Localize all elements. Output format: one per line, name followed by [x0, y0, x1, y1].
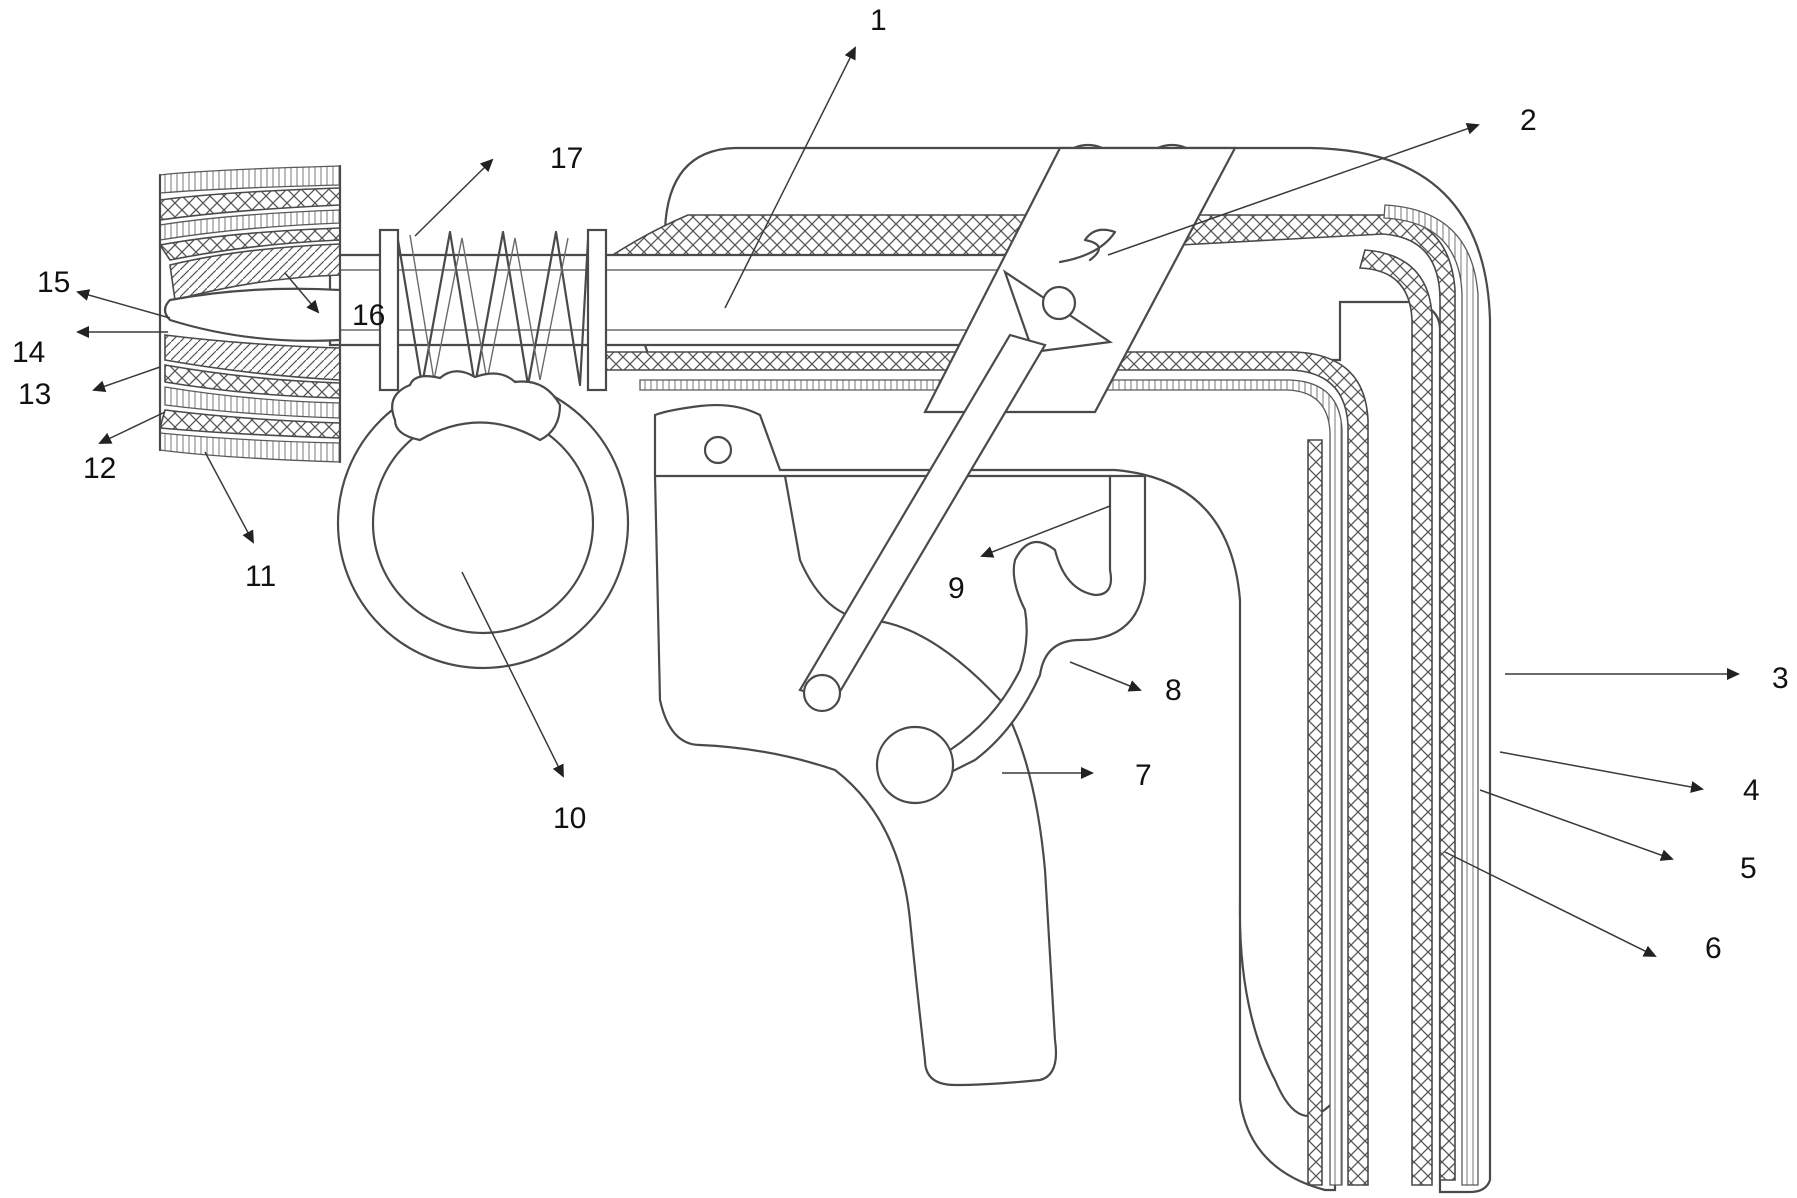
- leader-15: [76, 289, 171, 319]
- trigger-hook: [875, 474, 1147, 805]
- callout-8: 8: [1165, 674, 1182, 707]
- leader-12: [98, 411, 166, 444]
- wheel: [336, 370, 630, 670]
- callout-1: 1: [870, 4, 887, 37]
- leader-2: [1107, 122, 1480, 256]
- nozzle-assembly: [158, 164, 342, 464]
- callout-5: 5: [1740, 852, 1757, 885]
- callout-2: 2: [1520, 104, 1537, 137]
- callout-15: 15: [37, 266, 70, 299]
- callout-17: 17: [550, 142, 583, 175]
- leader-4: [1499, 751, 1704, 793]
- callout-labels: 1 2 3 4 5 6 7 8 9 10 11 12 13 14 15 16 1…: [12, 4, 1789, 965]
- callout-12: 12: [83, 452, 116, 485]
- leader-17: [414, 158, 494, 237]
- callout-16: 16: [352, 299, 385, 332]
- lower-hatched-layer: [604, 351, 1369, 1186]
- link-rod: [798, 333, 1047, 713]
- callout-14: 14: [12, 336, 45, 369]
- leader-lines: [76, 46, 1740, 957]
- leader-6: [1444, 851, 1657, 957]
- callout-4: 4: [1743, 774, 1760, 807]
- callout-3: 3: [1772, 662, 1789, 695]
- leader-1: [724, 46, 856, 309]
- leader-13: [92, 366, 161, 393]
- leader-10: [461, 571, 564, 778]
- callout-6: 6: [1705, 932, 1722, 965]
- leader-9: [980, 505, 1111, 558]
- callout-9: 9: [948, 572, 965, 605]
- leader-16: [284, 272, 320, 314]
- upper-hatched-layer: [607, 204, 1479, 1186]
- callout-11: 11: [245, 560, 276, 593]
- callout-7: 7: [1135, 759, 1152, 792]
- leader-5: [1479, 789, 1674, 861]
- leader-8: [1069, 661, 1142, 692]
- leader-11: [204, 451, 254, 544]
- callout-10: 10: [553, 802, 586, 835]
- grip-body: [653, 403, 1337, 1192]
- callout-13: 13: [18, 378, 51, 411]
